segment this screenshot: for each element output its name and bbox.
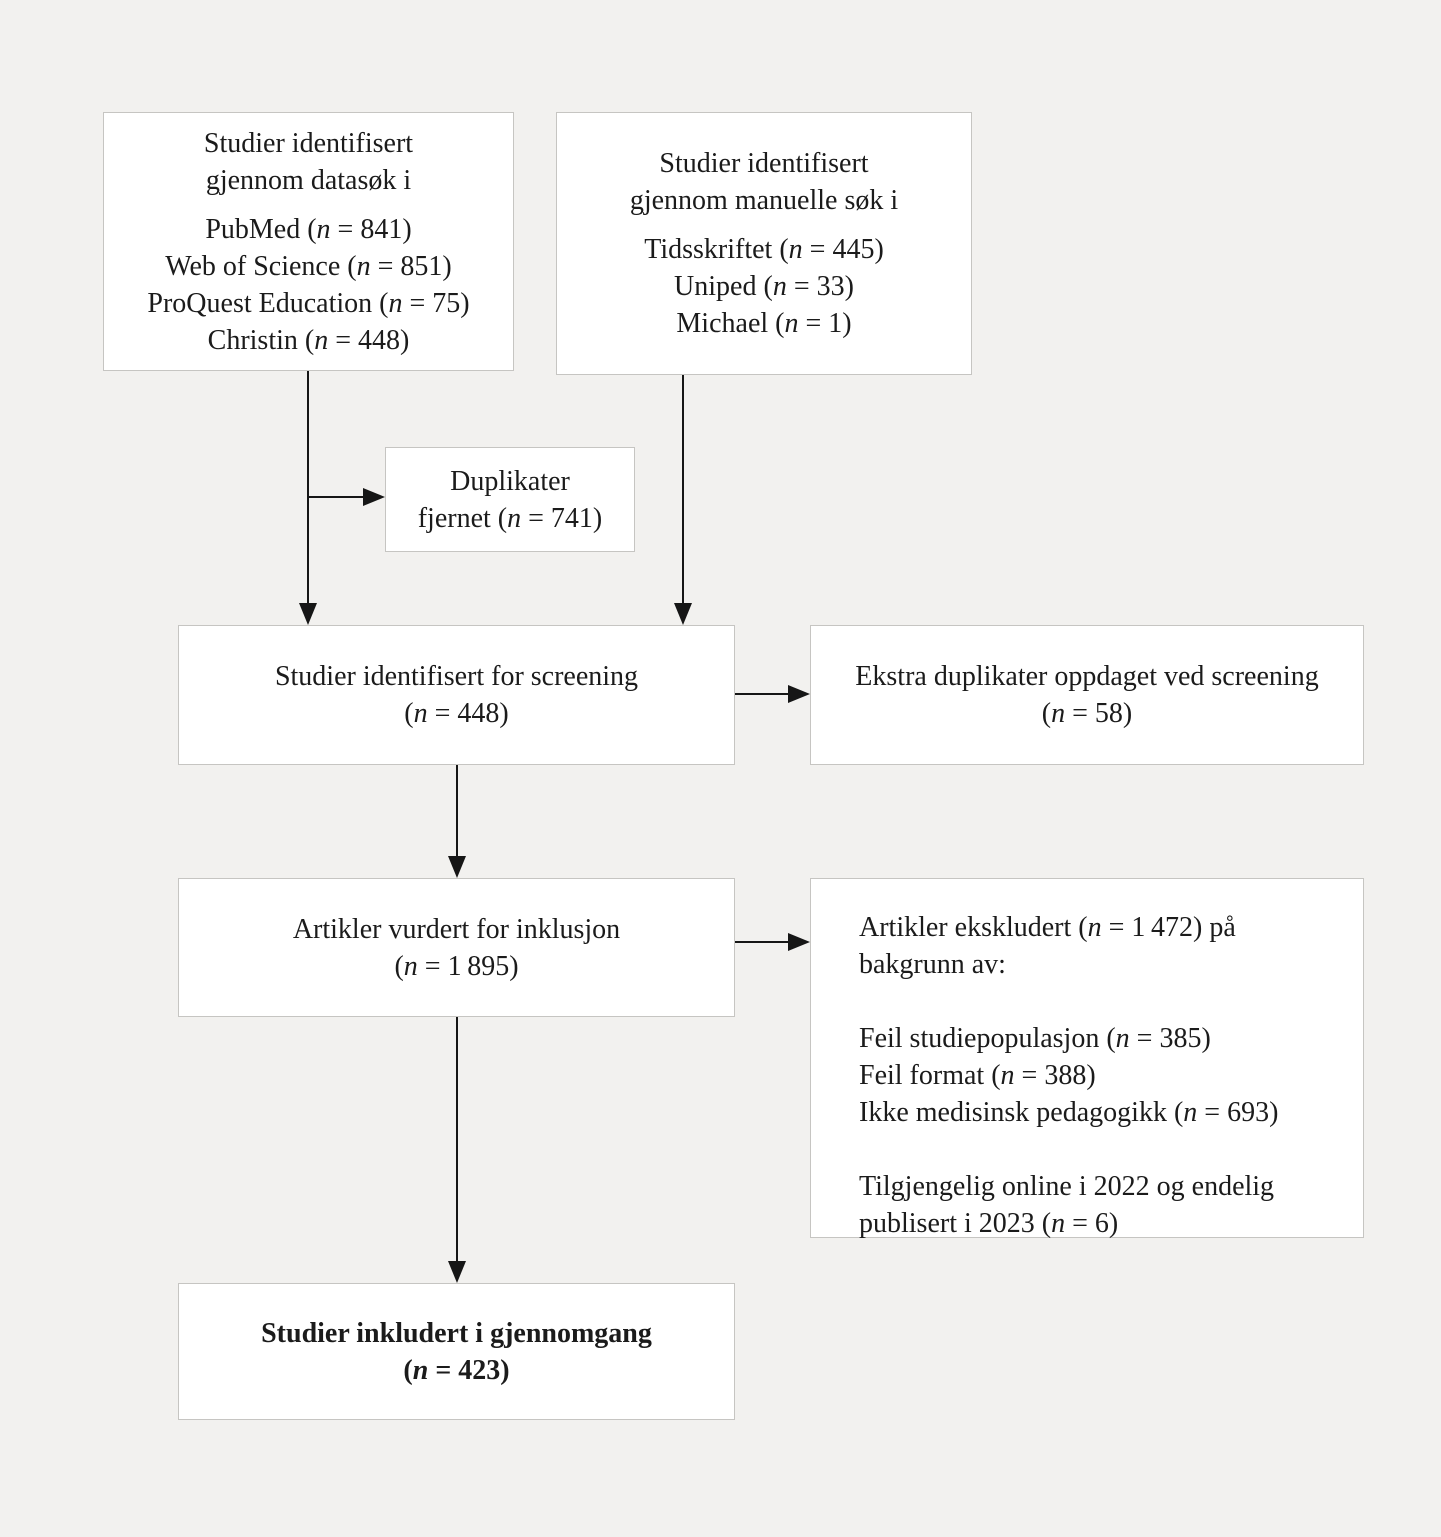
- box-duplicates-removed: Duplikater fjernet (n = 741): [385, 447, 635, 552]
- box-excluded-reasons: Feil studiepopulasjon (n = 385) Feil for…: [859, 1020, 1278, 1131]
- box-manual-search: Studier identifisert gjennom manuelle sø…: [556, 112, 972, 375]
- source-count-line: Uniped (n = 33): [674, 271, 854, 302]
- box-assessed: Artikler vurdert for inklusjon (n = 1 89…: [178, 878, 735, 1017]
- source-count-line: ProQuest Education (n = 75): [147, 287, 470, 319]
- title-line: gjennom datasøk i: [205, 164, 412, 196]
- box-excluded: Artikler ekskludert (n = 1 472) på bakgr…: [810, 878, 1364, 1239]
- title-line: gjennom manuelle søk i: [629, 185, 899, 216]
- title-line: Studier identifisert: [203, 127, 414, 159]
- box-included-count: (n = 423): [403, 1354, 510, 1386]
- box-extra-duplicates-count: (n = 58): [1041, 698, 1133, 729]
- title-line: Studier identifisert: [659, 148, 869, 179]
- box-database-search-title: Studier identifisert gjennom datasøk i: [204, 125, 413, 199]
- box-duplicates-removed-line: Duplikater: [450, 465, 570, 497]
- source-count-line: Christin (n = 448): [207, 324, 410, 356]
- box-included-line: Studier inkludert i gjennomgang: [261, 1317, 652, 1349]
- box-database-search: Studier identifisert gjennom datasøk i P…: [103, 112, 514, 371]
- source-count-line: Web of Science (n = 851): [165, 250, 452, 282]
- exclusion-reason: Feil format (n = 388): [859, 1060, 1096, 1091]
- arrow-assessed-to-included: [448, 1017, 466, 1283]
- box-assessed-line: Artikler vurdert for inklusjon: [292, 913, 621, 945]
- exclusion-reason: Feil studiepopulasjon (n = 385): [859, 1023, 1211, 1054]
- arrow-screening-to-assessed: [448, 765, 466, 878]
- box-database-search-items: PubMed (n = 841) Web of Science (n = 851…: [147, 211, 469, 359]
- box-screening-count: (n = 448): [404, 698, 509, 729]
- source-count-line: Michael (n = 1): [676, 308, 852, 339]
- arrow-assessed-to-excluded: [735, 933, 810, 951]
- box-excluded-intro: Artikler ekskludert (n = 1 472) på bakgr…: [859, 912, 1236, 980]
- source-count-line: Tidsskriftet (n = 445): [644, 234, 884, 265]
- box-screening-line: Studier identifisert for screening: [274, 661, 639, 692]
- arrow-manual-to-screening: [674, 375, 692, 625]
- source-count-line: PubMed (n = 841): [205, 213, 412, 245]
- box-extra-duplicates-line: Ekstra duplikater oppdaget ved screening: [855, 661, 1319, 692]
- exclusion-reason: Ikke medisinsk pedagogikk (n = 693): [859, 1097, 1279, 1128]
- box-extra-duplicates: Ekstra duplikater oppdaget ved screening…: [810, 625, 1364, 765]
- arrow-database-to-screening: [299, 371, 317, 625]
- box-screening: Studier identifisert for screening (n = …: [178, 625, 735, 765]
- arrow-screening-to-extra-duplicates: [735, 685, 810, 703]
- box-included: Studier inkludert i gjennomgang (n = 423…: [178, 1283, 735, 1420]
- box-assessed-count: (n = 1 895): [394, 950, 519, 982]
- box-manual-search-items: Tidsskriftet (n = 445) Uniped (n = 33) M…: [644, 231, 884, 342]
- box-excluded-note: Tilgjengelig online i 2022 og endelig pu…: [859, 1171, 1275, 1239]
- arrow-branch-to-duplicates-removed: [308, 488, 385, 506]
- box-duplicates-removed-line: fjernet (n = 741): [417, 502, 603, 534]
- box-manual-search-title: Studier identifisert gjennom manuelle sø…: [630, 145, 898, 219]
